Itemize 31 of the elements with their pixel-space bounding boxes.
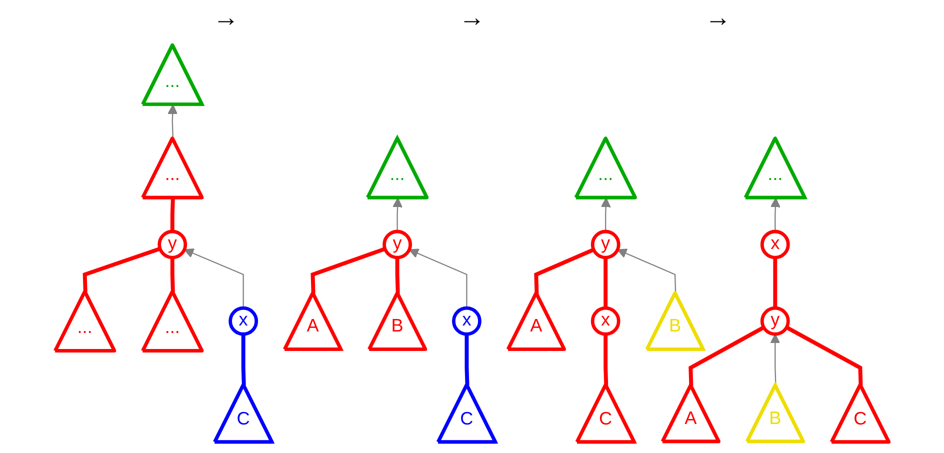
arrow <box>770 198 780 232</box>
connector <box>82 246 161 292</box>
transition-arrow: → <box>459 2 485 32</box>
connector <box>534 248 594 294</box>
connector <box>786 326 863 386</box>
connector <box>604 334 608 386</box>
node-circle: y <box>158 230 188 260</box>
arrow <box>617 248 676 294</box>
transition-arrow: → <box>705 2 731 32</box>
arrow <box>184 248 244 308</box>
node-circle: y <box>382 230 412 260</box>
connector <box>464 334 470 386</box>
node-circle: y <box>590 230 620 260</box>
connector <box>241 334 246 386</box>
connector <box>170 198 175 232</box>
node-circle: x <box>760 230 790 260</box>
node-circle: x <box>452 306 482 336</box>
node-circle: x <box>228 306 258 336</box>
connector <box>688 326 765 386</box>
node-circle: y <box>760 306 790 336</box>
transition-arrow: → <box>213 2 239 32</box>
arrow <box>600 198 611 232</box>
arrow <box>408 248 468 308</box>
connector <box>310 247 386 294</box>
connector <box>773 258 778 308</box>
arrow <box>168 104 178 139</box>
connector <box>395 258 400 294</box>
connector <box>170 258 175 292</box>
node-circle: x <box>590 306 620 336</box>
arrow <box>392 198 403 232</box>
connector <box>604 258 608 308</box>
